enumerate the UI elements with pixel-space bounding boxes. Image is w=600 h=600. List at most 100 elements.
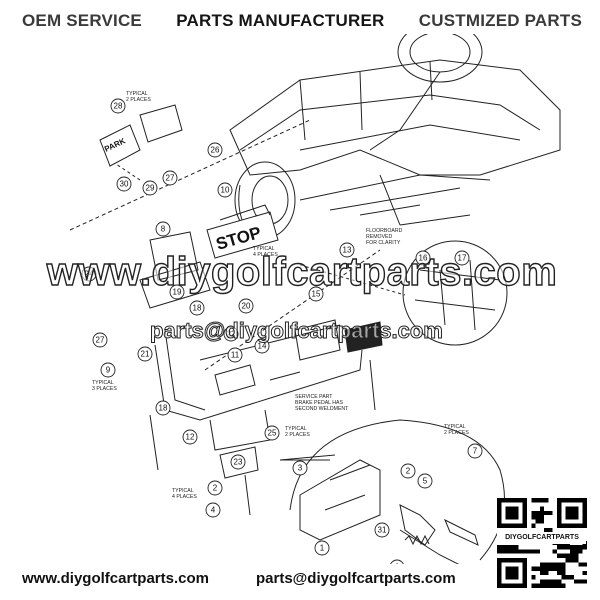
callout-bubble bbox=[238, 298, 254, 314]
watermark-email: parts@diygolfcartparts.com bbox=[150, 318, 444, 344]
watermark-website: www.diygolfcartparts.com bbox=[46, 249, 558, 294]
footer-website-link[interactable]: www.diygolfcartparts.com bbox=[22, 570, 209, 587]
callout-number: 25 bbox=[268, 429, 277, 438]
svg-text:2 PLACES: 2 PLACES bbox=[126, 97, 151, 103]
callout-bubble bbox=[374, 522, 390, 538]
note-service-part: SERVICE PART BRAKE PEDAL HAS SECOND WELD… bbox=[295, 394, 349, 412]
callout-number: 9 bbox=[106, 366, 111, 375]
callout-bubble bbox=[207, 480, 223, 496]
callout-number: 12 bbox=[186, 433, 195, 442]
callout-number: 27 bbox=[166, 174, 175, 183]
svg-text:TYPICAL: TYPICAL bbox=[253, 246, 275, 252]
top-banner: OEM SERVICE PARTS MANUFACTURER CUSTMIZED… bbox=[0, 8, 600, 34]
callout-number: 29 bbox=[146, 184, 155, 193]
callout-bubble bbox=[308, 286, 324, 302]
brake-pedal-weldment bbox=[154, 344, 363, 421]
cart-body bbox=[229, 59, 561, 176]
callout-number: 26 bbox=[211, 146, 220, 155]
callout-bubble bbox=[142, 180, 158, 196]
callout-bubble bbox=[155, 221, 171, 237]
steering-wheel bbox=[397, 21, 483, 83]
park-pedal-pad bbox=[99, 124, 141, 167]
note-typical-2-places-top: TYPICAL 2 PLACES bbox=[126, 91, 151, 103]
callout-bubble bbox=[417, 473, 433, 489]
callout-number: 31 bbox=[378, 526, 387, 535]
callout-number: 2 bbox=[406, 467, 411, 476]
callout-bubble bbox=[217, 182, 233, 198]
svg-text:TYPICAL: TYPICAL bbox=[285, 426, 307, 432]
callout-bubble bbox=[100, 362, 116, 378]
callout-number: 6 bbox=[395, 563, 400, 565]
callout-bubble bbox=[292, 460, 308, 476]
callout-bubble bbox=[205, 502, 221, 518]
callout-bubble bbox=[207, 142, 223, 158]
svg-text:REMOVED: REMOVED bbox=[366, 234, 392, 240]
svg-text:TYPICAL: TYPICAL bbox=[444, 424, 466, 430]
callout-bubble bbox=[182, 429, 198, 445]
banner-parts-manufacturer: PARTS MANUFACTURER bbox=[176, 11, 385, 30]
callout-bubble bbox=[92, 332, 108, 348]
callout-bubble bbox=[230, 454, 246, 470]
callout-bubble bbox=[162, 170, 178, 186]
note-typical-3-places: TYPICAL 3 PLACES bbox=[92, 380, 117, 392]
svg-text:SECOND WELDMENT: SECOND WELDMENT bbox=[295, 406, 349, 412]
callout-bubble bbox=[339, 242, 355, 258]
banner-customized-parts: CUSTMIZED PARTS bbox=[418, 11, 582, 30]
callout-number: 18 bbox=[193, 304, 202, 313]
note-floorboard-removed: FLOORBOARD REMOVED FOR CLARITY bbox=[366, 228, 403, 246]
stop-pedal bbox=[206, 211, 279, 259]
callout-bubble bbox=[264, 425, 280, 441]
callout-bubble bbox=[227, 347, 243, 363]
callout-number: 18 bbox=[159, 404, 168, 413]
callout-number: 5 bbox=[423, 477, 428, 486]
callout-bubble bbox=[110, 98, 126, 114]
callout-number: 1 bbox=[320, 544, 325, 553]
svg-text:TYPICAL: TYPICAL bbox=[126, 91, 148, 97]
svg-text:SERVICE PART: SERVICE PART bbox=[295, 394, 333, 400]
callout-bubble bbox=[169, 284, 185, 300]
callout-number: 11 bbox=[231, 351, 240, 360]
note-typical-2-places-right: TYPICAL 2 PLACES bbox=[444, 424, 469, 436]
callout-number: 7 bbox=[473, 447, 478, 456]
note-typical-2-places-25: TYPICAL 2 PLACES bbox=[285, 426, 310, 438]
callout-bubble bbox=[400, 463, 416, 479]
callout-number: 17 bbox=[458, 254, 467, 263]
footer-email-link[interactable]: parts@diygolfcartparts.com bbox=[256, 570, 456, 587]
callout-number: 19 bbox=[173, 288, 182, 297]
svg-text:BRAKE PEDAL HAS: BRAKE PEDAL HAS bbox=[295, 400, 343, 406]
note-typical-4-places-mid: TYPICAL 4 PLACES bbox=[253, 246, 278, 258]
parts-exploded-diagram: PARK STOP TYPICAL 2 PLACES TYPICAL 4 PLA… bbox=[0, 21, 600, 575]
callout-number: 21 bbox=[141, 350, 150, 359]
svg-text:FLOORBOARD: FLOORBOARD bbox=[366, 228, 403, 234]
callout-number: 23 bbox=[234, 458, 243, 467]
callout-bubble bbox=[81, 266, 97, 282]
detail-magnifier-top bbox=[402, 240, 508, 346]
svg-text:TYPICAL: TYPICAL bbox=[92, 380, 114, 386]
callout-number: 10 bbox=[221, 186, 230, 195]
callout-number: 4 bbox=[211, 506, 216, 515]
callout-bubble bbox=[314, 540, 330, 556]
callout-number: 3 bbox=[298, 464, 303, 473]
callout-number: 24 bbox=[85, 270, 94, 279]
callout-number: 30 bbox=[120, 180, 129, 189]
banner-oem-service: OEM SERVICE bbox=[22, 11, 142, 30]
svg-text:TYPICAL: TYPICAL bbox=[172, 488, 194, 494]
callout-number: 16 bbox=[419, 254, 428, 263]
callout-number: 14 bbox=[258, 342, 267, 351]
callout-bubble bbox=[467, 443, 483, 459]
callout-number: 28 bbox=[114, 102, 123, 111]
svg-text:2 PLACES: 2 PLACES bbox=[285, 432, 310, 438]
callout-bubble bbox=[254, 338, 270, 354]
callout-bubble bbox=[155, 400, 171, 416]
callout-bubble bbox=[415, 250, 431, 266]
callout-bubble bbox=[137, 346, 153, 362]
callout-bubble bbox=[116, 176, 132, 192]
svg-text:4 PLACES: 4 PLACES bbox=[172, 494, 197, 500]
bottom-banner: www.diygolfcartparts.com parts@diygolfca… bbox=[0, 568, 600, 592]
note-typical-4-places-bottom: TYPICAL 4 PLACES bbox=[172, 488, 197, 500]
svg-text:4 PLACES: 4 PLACES bbox=[253, 252, 278, 258]
callout-bubble bbox=[454, 250, 470, 266]
qr-label: DIYGOLFCARTPARTS bbox=[498, 532, 586, 544]
callout-bubble bbox=[189, 300, 205, 316]
